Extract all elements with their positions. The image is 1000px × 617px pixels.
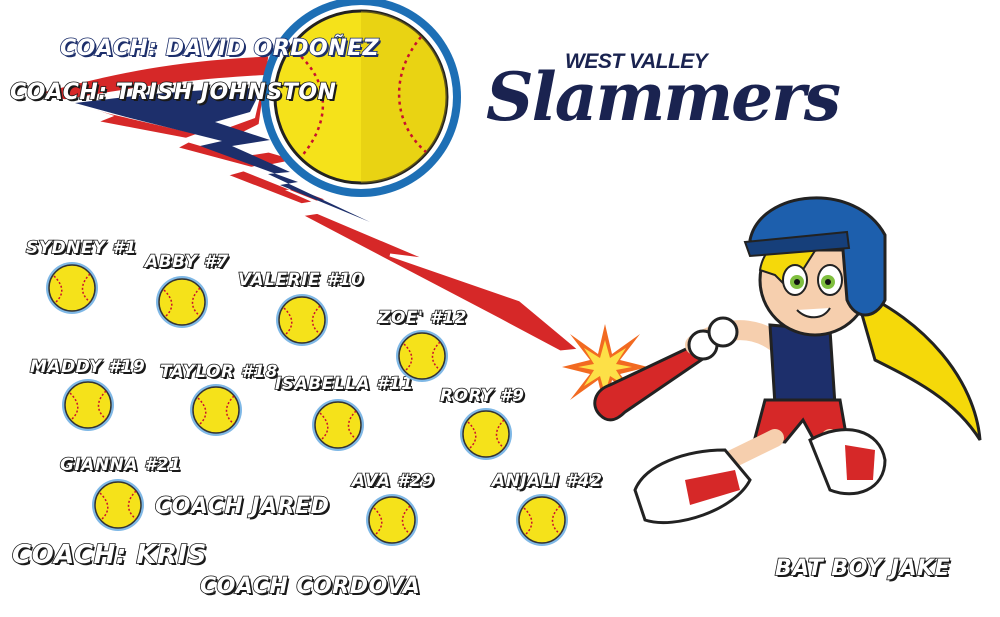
bat-boy-label: BAT BOY JAKE xyxy=(774,555,951,582)
softball-icon xyxy=(366,494,418,546)
softball-icon xyxy=(460,408,512,460)
player-label: TAYLOR #18 xyxy=(159,361,278,383)
player-label: VALERIE #10 xyxy=(237,269,364,291)
softball-icon xyxy=(156,276,208,328)
softball-icon xyxy=(62,379,114,431)
coach-label-2: COACH: TRISH JOHNSTON xyxy=(9,79,337,106)
player-label: RORY #9 xyxy=(439,385,525,407)
coach-label-1: COACH: DAVID ORDOÑEZ xyxy=(59,35,380,62)
softball-icon xyxy=(312,399,364,451)
coach-label-5: COACH CORDOVA xyxy=(199,573,421,600)
coach-label-4: COACH: KRIS xyxy=(11,539,207,571)
player-label: MADDY #19 xyxy=(29,356,146,378)
player-label: SYDNEY #1 xyxy=(25,237,137,259)
softball-icon xyxy=(190,384,242,436)
player-label: GIANNA #21 xyxy=(59,454,182,476)
coach-label-3: COACH JARED xyxy=(154,493,330,520)
team-name: Slammers xyxy=(486,58,841,136)
player-label: ISABELLA #11 xyxy=(274,373,414,395)
player-mascot-icon xyxy=(593,196,982,525)
softball-icon xyxy=(46,262,98,314)
softball-icon xyxy=(516,494,568,546)
player-label: AVA #29 xyxy=(351,470,435,492)
softball-icon xyxy=(276,294,328,346)
player-label: ANJALI #42 xyxy=(491,470,603,492)
player-label: ZOE' #12 xyxy=(377,307,467,329)
softball-icon xyxy=(396,330,448,382)
softball-icon xyxy=(92,479,144,531)
player-label: ABBY #7 xyxy=(144,251,229,273)
team-prefix: WEST VALLEY xyxy=(565,50,708,73)
softball-icon xyxy=(261,0,461,197)
